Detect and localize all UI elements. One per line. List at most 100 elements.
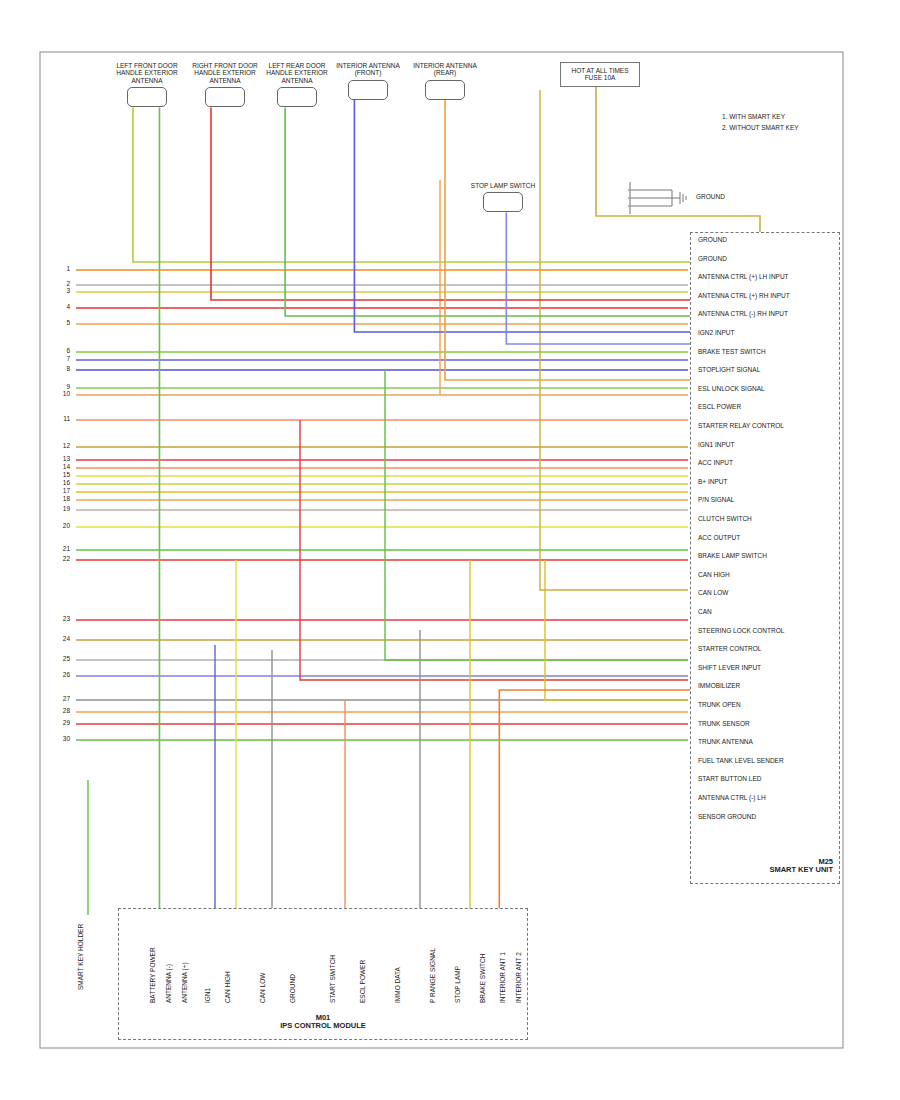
wire-number: 30 (50, 736, 70, 743)
pin-name: CAN LOW (698, 590, 728, 597)
wire-number: 27 (50, 696, 70, 703)
wire (76, 394, 688, 396)
switch-connector: STOP LAMP SWITCH (470, 182, 536, 212)
wire (76, 467, 688, 469)
wire-number: 9 (50, 384, 70, 391)
wire-number: 23 (50, 616, 70, 623)
antenna-connector: RIGHT FRONT DOOR HANDLE EXTERIOR ANTENNA (190, 62, 260, 107)
wire (214, 645, 215, 908)
connector-shell (205, 87, 245, 107)
wire-number: 19 (50, 506, 70, 513)
wire-number: 26 (50, 672, 70, 679)
pin-name: IMMO DATA (395, 967, 402, 1003)
pin-name: CAN (698, 609, 712, 616)
wire (385, 370, 688, 660)
wire (76, 307, 688, 309)
pin-name: TRUNK SENSOR (698, 721, 750, 728)
wire (300, 420, 688, 680)
pin-name: FUEL TANK LEVEL SENDER (698, 758, 784, 765)
wire (76, 723, 688, 725)
wire (76, 269, 688, 271)
wire-number: 13 (50, 456, 70, 463)
wire-number: 24 (50, 636, 70, 643)
note: 2. WITHOUT SMART KEY (722, 125, 799, 132)
wire (76, 739, 688, 741)
pin-name: STOP LAMP (455, 966, 462, 1003)
pin-name: ANTENNA CTRL (-) LH (698, 795, 766, 802)
wire (76, 711, 688, 713)
pin-name: ESL UNLOCK SIGNAL (698, 386, 765, 393)
wire (76, 675, 688, 677)
wire (76, 459, 688, 461)
wire-number: 16 (50, 480, 70, 487)
wire-number: 25 (50, 656, 70, 663)
pin-name: P/N SIGNAL (698, 497, 734, 504)
pin-name: START BUTTON LED (698, 776, 761, 783)
pin-name: STOPLIGHT SIGNAL (698, 367, 760, 374)
component-name: M25 (697, 858, 833, 867)
pin-name: SMART KEY HOLDER (78, 924, 85, 990)
wire (76, 291, 688, 293)
wire (76, 509, 688, 511)
wire (87, 780, 88, 915)
wire-number: 3 (50, 288, 70, 295)
wire (76, 419, 688, 421)
pin-name: GROUND (698, 237, 727, 244)
pin-name: ANTENNA (-) (166, 964, 173, 1003)
wire (76, 639, 688, 641)
antenna-connector: LEFT FRONT DOOR HANDLE EXTERIOR ANTENNA (108, 62, 186, 107)
wire (76, 351, 688, 353)
wire (76, 323, 688, 325)
pin-name: CAN LOW (260, 973, 267, 1003)
antenna-connector: LEFT REAR DOOR HANDLE EXTERIOR ANTENNA (264, 62, 330, 107)
wire (76, 446, 688, 448)
pin-name: BRAKE LAMP SWITCH (698, 553, 767, 560)
component-name: RIGHT FRONT DOOR HANDLE EXTERIOR ANTENNA (190, 62, 260, 84)
pin-name: STARTER CONTROL (698, 646, 761, 653)
ground-symbol (628, 190, 686, 206)
pin-name: ESCL POWER (360, 960, 367, 1003)
note: GROUND (696, 194, 725, 201)
pin-name: ACC OUTPUT (698, 535, 740, 542)
pin-name: ESCL POWER (698, 404, 741, 411)
pin-name: SHIFT LEVER INPUT (698, 665, 761, 672)
pin-name: IMMOBILIZER (698, 683, 740, 690)
wire (211, 107, 690, 300)
component-name: LEFT FRONT DOOR HANDLE EXTERIOR ANTENNA (108, 62, 186, 84)
connector-shell (348, 80, 388, 100)
pin-name: GROUND (290, 974, 297, 1003)
component-detail: IPS CONTROL MODULE (125, 1022, 521, 1031)
wire-number: 22 (50, 556, 70, 563)
component-name: M01 (125, 1014, 521, 1023)
pin-name: ANTENNA (+) (182, 962, 189, 1003)
wire (76, 491, 688, 493)
pin-name: GROUND (698, 256, 727, 263)
component-detail: SMART KEY UNIT (697, 866, 833, 875)
note: 1. WITH SMART KEY (722, 114, 785, 121)
wire (545, 560, 688, 700)
wire-number: 4 (50, 304, 70, 311)
component-name: HOT AT ALL TIMES (565, 67, 635, 74)
wire (76, 526, 688, 528)
wire (76, 284, 688, 286)
wire (499, 690, 690, 908)
wire (76, 499, 688, 501)
component-name: LEFT REAR DOOR HANDLE EXTERIOR ANTENNA (264, 62, 330, 84)
connector-shell (425, 80, 465, 100)
wire-number: 28 (50, 708, 70, 715)
pin-name: IGN1 INPUT (698, 442, 734, 449)
wire (76, 387, 688, 389)
wire-number: 29 (50, 720, 70, 727)
pin-name: ANTENNA CTRL (+) LH INPUT (698, 274, 789, 281)
connector-shell (127, 87, 167, 107)
pin-name: BRAKE SWITCH (480, 954, 487, 1003)
wire (76, 369, 688, 371)
pin-name: TRUNK ANTENNA (698, 739, 753, 746)
wire-number: 7 (50, 356, 70, 363)
pin-name: ACC INPUT (698, 460, 733, 467)
control-module: M01IPS CONTROL MODULE (118, 908, 528, 1040)
pin-name: IGN2 INPUT (698, 330, 734, 337)
component-name: STOP LAMP SWITCH (470, 182, 536, 189)
wire-number: 5 (50, 320, 70, 327)
